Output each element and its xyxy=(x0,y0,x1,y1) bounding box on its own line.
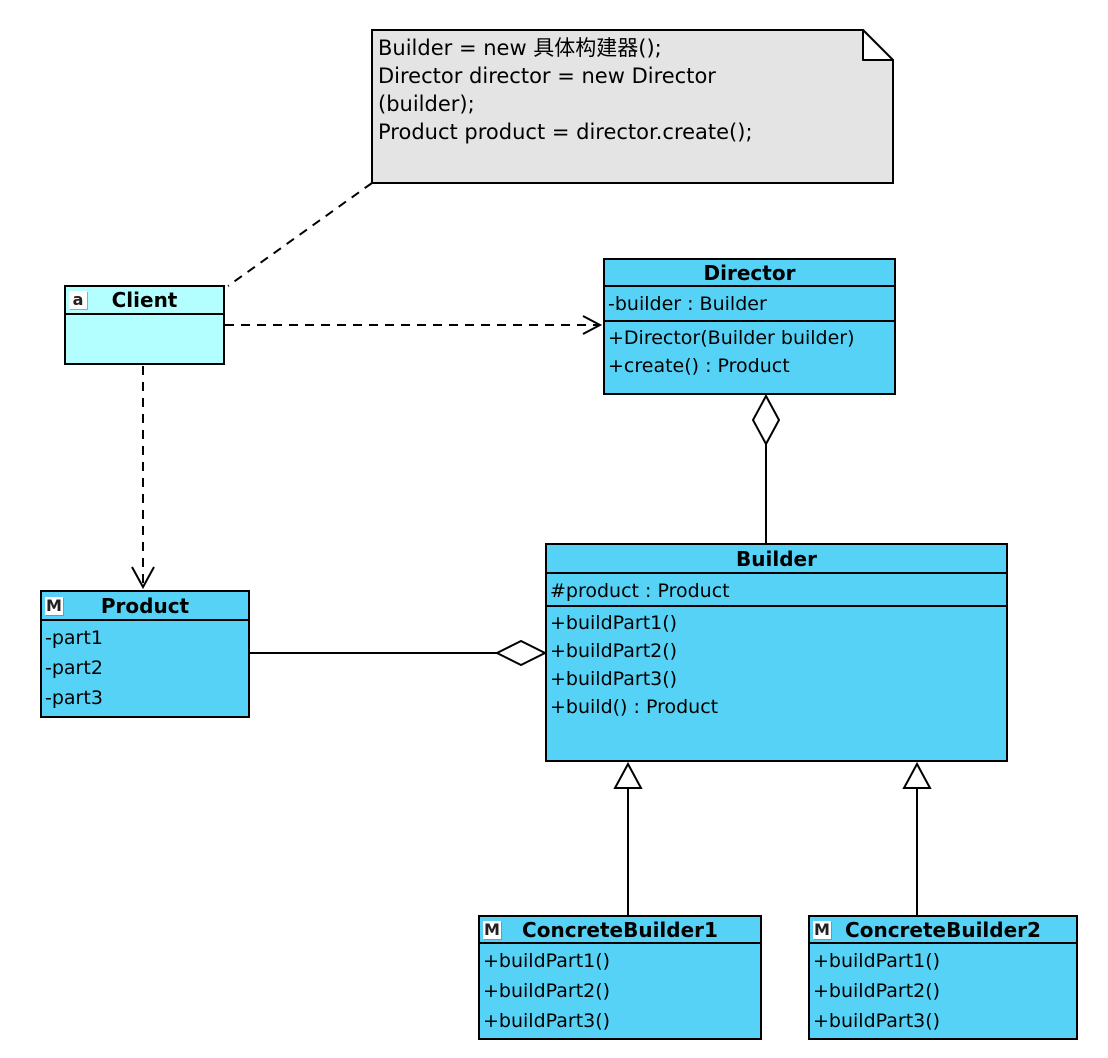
client-product-dependency-edge xyxy=(131,366,155,590)
attribute-row: #product : Product xyxy=(550,580,730,602)
class-builder-attributes: #product : Product xyxy=(547,572,1006,605)
aggregation-diamond-icon xyxy=(751,393,781,447)
class-name: Builder xyxy=(736,546,817,571)
concretebuilder1-builder-generalization-edge xyxy=(613,761,643,915)
class-builder-methods: +buildPart1() +buildPart2() +buildPart3(… xyxy=(547,605,1006,760)
class-client[interactable]: a Client xyxy=(64,285,225,365)
method-row: +buildPart3() xyxy=(813,1010,941,1032)
class-builder[interactable]: Builder #product : Product +buildPart1()… xyxy=(545,543,1008,762)
class-concretebuilder2-title: M ConcreteBuilder2 xyxy=(810,917,1076,942)
attribute-row: -builder : Builder xyxy=(608,293,767,315)
class-director-attributes: -builder : Builder xyxy=(605,285,894,320)
note-anchor-edge xyxy=(227,182,373,287)
method-row: +Director(Builder builder) xyxy=(608,327,855,349)
aggregation-diamond-icon xyxy=(494,639,548,667)
class-product-attributes: -part1 -part2 -part3 xyxy=(42,619,248,716)
class-stereotype-icon: M xyxy=(813,919,831,939)
note-text: Builder = new 具体构建器(); Director director… xyxy=(378,34,883,146)
note-shape[interactable] xyxy=(371,29,894,184)
note-body[interactable] xyxy=(371,29,894,184)
class-client-body xyxy=(66,313,223,363)
note-line: (builder); xyxy=(378,92,475,116)
method-row: +build() : Product xyxy=(550,696,719,718)
generalization-triangle-icon xyxy=(902,761,932,789)
method-row: +create() : Product xyxy=(608,355,790,377)
product-builder-aggregation-edge xyxy=(250,639,548,667)
attribute-row: -part1 xyxy=(45,627,103,649)
note-fold-corner-icon xyxy=(862,29,894,61)
method-row: +buildPart1() xyxy=(550,612,678,634)
director-builder-aggregation-edge xyxy=(751,393,781,543)
method-row: +buildPart1() xyxy=(813,950,941,972)
class-stereotype-icon: M xyxy=(483,919,501,939)
class-director-methods: +Director(Builder builder) +create() : P… xyxy=(605,320,894,393)
note-line: Director director = new Director xyxy=(378,64,716,88)
class-builder-title: Builder xyxy=(547,545,1006,572)
class-name: Client xyxy=(111,288,178,312)
open-arrowhead-icon xyxy=(582,315,603,335)
method-row: +buildPart1() xyxy=(483,950,611,972)
class-name: ConcreteBuilder1 xyxy=(522,917,718,942)
class-product-title: M Product xyxy=(42,592,248,619)
generalization-triangle-icon xyxy=(613,761,643,789)
attribute-row: -part2 xyxy=(45,657,103,679)
class-concretebuilder2[interactable]: M ConcreteBuilder2 +buildPart1() +buildP… xyxy=(808,915,1078,1040)
concretebuilder2-builder-generalization-edge xyxy=(902,761,932,915)
method-row: +buildPart3() xyxy=(550,668,678,690)
class-director[interactable]: Director -builder : Builder +Director(Bu… xyxy=(603,258,896,395)
class-concretebuilder1[interactable]: M ConcreteBuilder1 +buildPart1() +buildP… xyxy=(478,915,762,1040)
class-director-title: Director xyxy=(605,260,894,285)
class-name: ConcreteBuilder2 xyxy=(845,917,1041,942)
class-product[interactable]: M Product -part1 -part2 -part3 xyxy=(40,590,250,718)
method-row: +buildPart3() xyxy=(483,1010,611,1032)
method-row: +buildPart2() xyxy=(550,640,678,662)
method-row: +buildPart2() xyxy=(483,980,611,1002)
open-arrowhead-icon xyxy=(131,566,155,590)
method-row: +buildPart2() xyxy=(813,980,941,1002)
note-line: Builder = new 具体构建器(); xyxy=(378,36,662,60)
class-stereotype-icon: a xyxy=(69,291,87,309)
class-client-title: a Client xyxy=(66,287,223,313)
class-name: Product xyxy=(100,593,190,618)
attribute-row: -part3 xyxy=(45,687,103,709)
class-stereotype-icon: M xyxy=(45,595,63,615)
client-director-dependency-edge xyxy=(225,315,603,335)
class-concretebuilder1-methods: +buildPart1() +buildPart2() +buildPart3(… xyxy=(480,942,760,1038)
class-concretebuilder2-methods: +buildPart1() +buildPart2() +buildPart3(… xyxy=(810,942,1076,1038)
class-name: Director xyxy=(703,260,796,285)
class-concretebuilder1-title: M ConcreteBuilder1 xyxy=(480,917,760,942)
note-line: Product product = director.create(); xyxy=(378,120,753,144)
